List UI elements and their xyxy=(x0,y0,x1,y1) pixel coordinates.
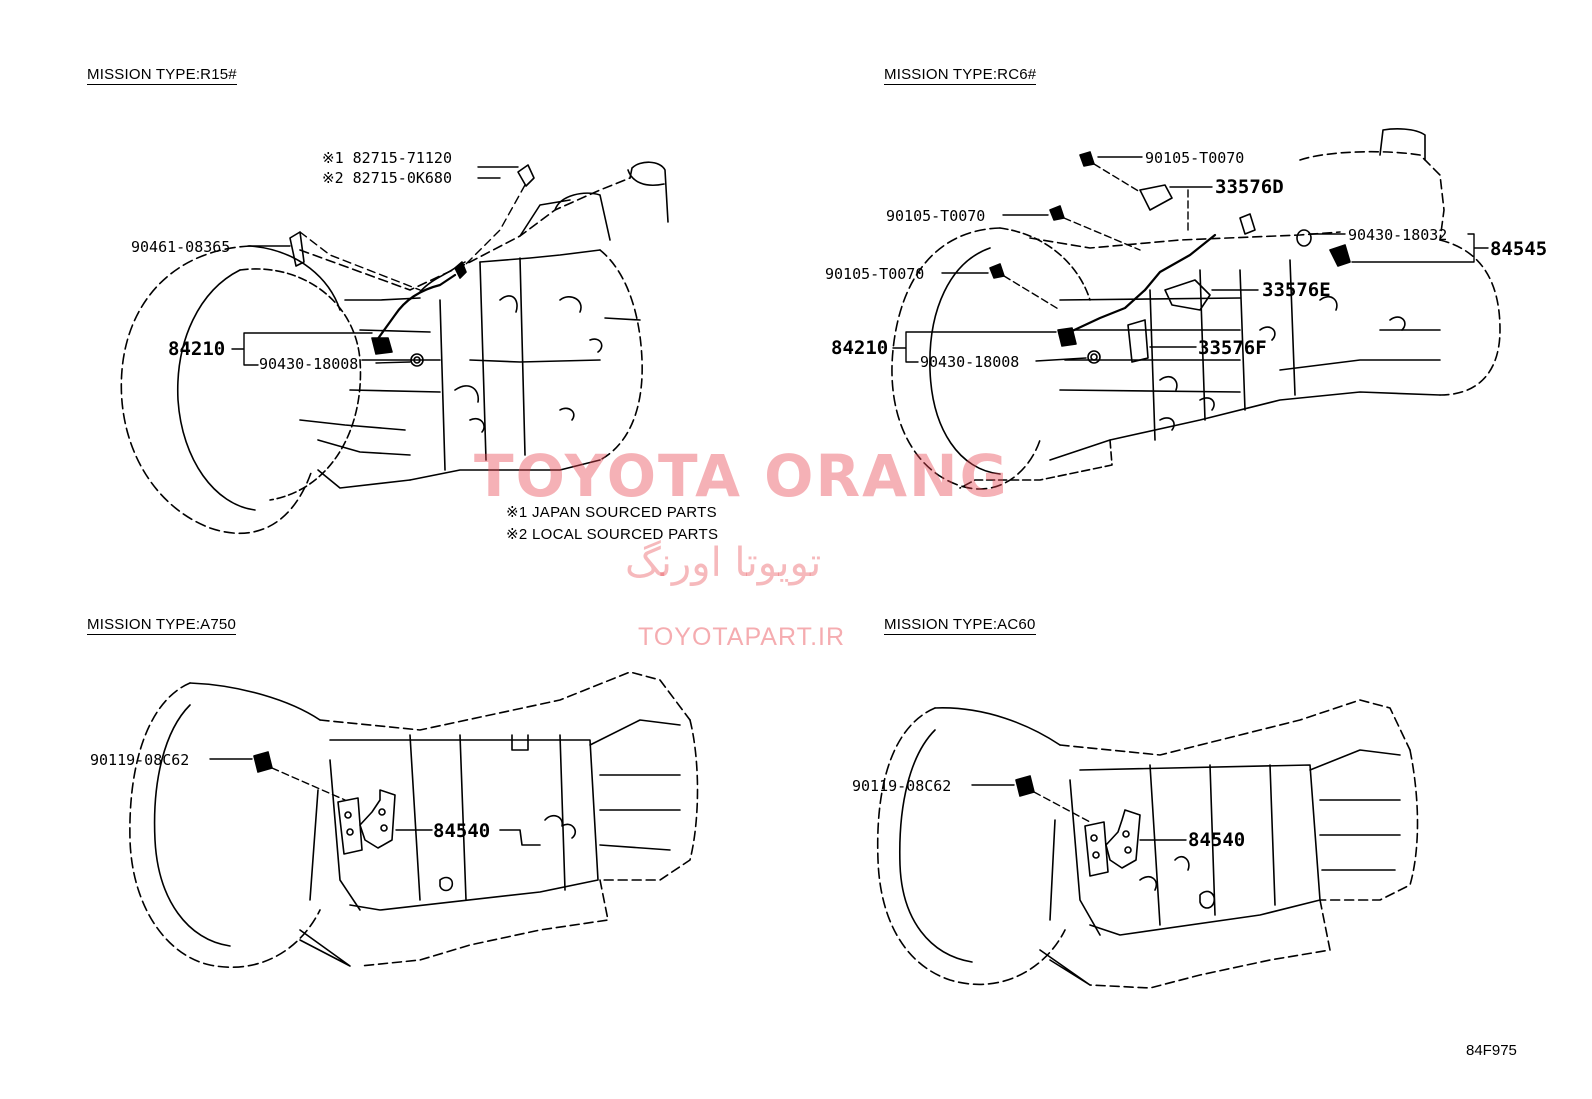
note-local-sourced: ※2 LOCAL SOURCED PARTS xyxy=(506,526,719,543)
ac60-part-90119[interactable]: 90119-08C62 xyxy=(852,777,952,795)
note-japan-sourced: ※1 JAPAN SOURCED PARTS xyxy=(506,504,717,521)
watermark-site: TOYOTAPART.IR xyxy=(638,623,846,651)
rc6-part-33576f[interactable]: 33576F xyxy=(1198,337,1267,359)
figure-code: 84F975 xyxy=(1466,1042,1517,1059)
rc6-part-33576d[interactable]: 33576D xyxy=(1215,176,1284,198)
r15-part-90461[interactable]: 90461-08365 xyxy=(131,238,231,256)
a750-panel-title: MISSION TYPE:A750 xyxy=(87,616,237,635)
r15-transmission-drawing xyxy=(120,161,669,535)
rc6-part-90105-low[interactable]: 90105-T0070 xyxy=(825,265,925,283)
r15-part-82715-japan[interactable]: ※1 82715-71120 xyxy=(322,149,452,167)
r15-panel-title: MISSION TYPE:R15# xyxy=(87,66,237,85)
rc6-part-90430-18008[interactable]: 90430-18008 xyxy=(920,353,1020,371)
rc6-part-90105-top[interactable]: 90105-T0070 xyxy=(1145,149,1245,167)
rc6-part-84210[interactable]: 84210 xyxy=(831,337,889,359)
rc6-part-84545[interactable]: 84545 xyxy=(1490,238,1548,260)
r15-leaders xyxy=(231,166,526,366)
a750-leaders xyxy=(209,758,433,831)
ac60-transmission-drawing xyxy=(876,699,1419,989)
a750-transmission-drawing xyxy=(129,671,699,968)
r15-part-84210[interactable]: 84210 xyxy=(168,338,226,360)
a750-part-84540[interactable]: 84540 xyxy=(433,820,491,842)
rc6-leaders xyxy=(892,156,1489,363)
watermark-brand: TOYOTA ORANG xyxy=(474,442,1010,510)
ac60-panel-title: MISSION TYPE:AC60 xyxy=(884,616,1036,635)
r15-part-90430[interactable]: 90430-18008 xyxy=(259,355,359,373)
rc6-transmission-drawing xyxy=(891,128,1501,490)
r15-part-82715-local[interactable]: ※2 82715-0K680 xyxy=(322,169,452,187)
ac60-part-84540[interactable]: 84540 xyxy=(1188,829,1246,851)
rc6-panel-title: MISSION TYPE:RC6# xyxy=(884,66,1037,85)
rc6-part-90430-18032[interactable]: 90430-18032 xyxy=(1348,226,1448,244)
watermark-persian: تویوتا اورنگ xyxy=(625,540,822,586)
rc6-part-33576e[interactable]: 33576E xyxy=(1262,279,1331,301)
rc6-part-90105-mid[interactable]: 90105-T0070 xyxy=(886,207,986,225)
ac60-leaders xyxy=(971,784,1187,841)
a750-part-90119[interactable]: 90119-08C62 xyxy=(90,751,190,769)
